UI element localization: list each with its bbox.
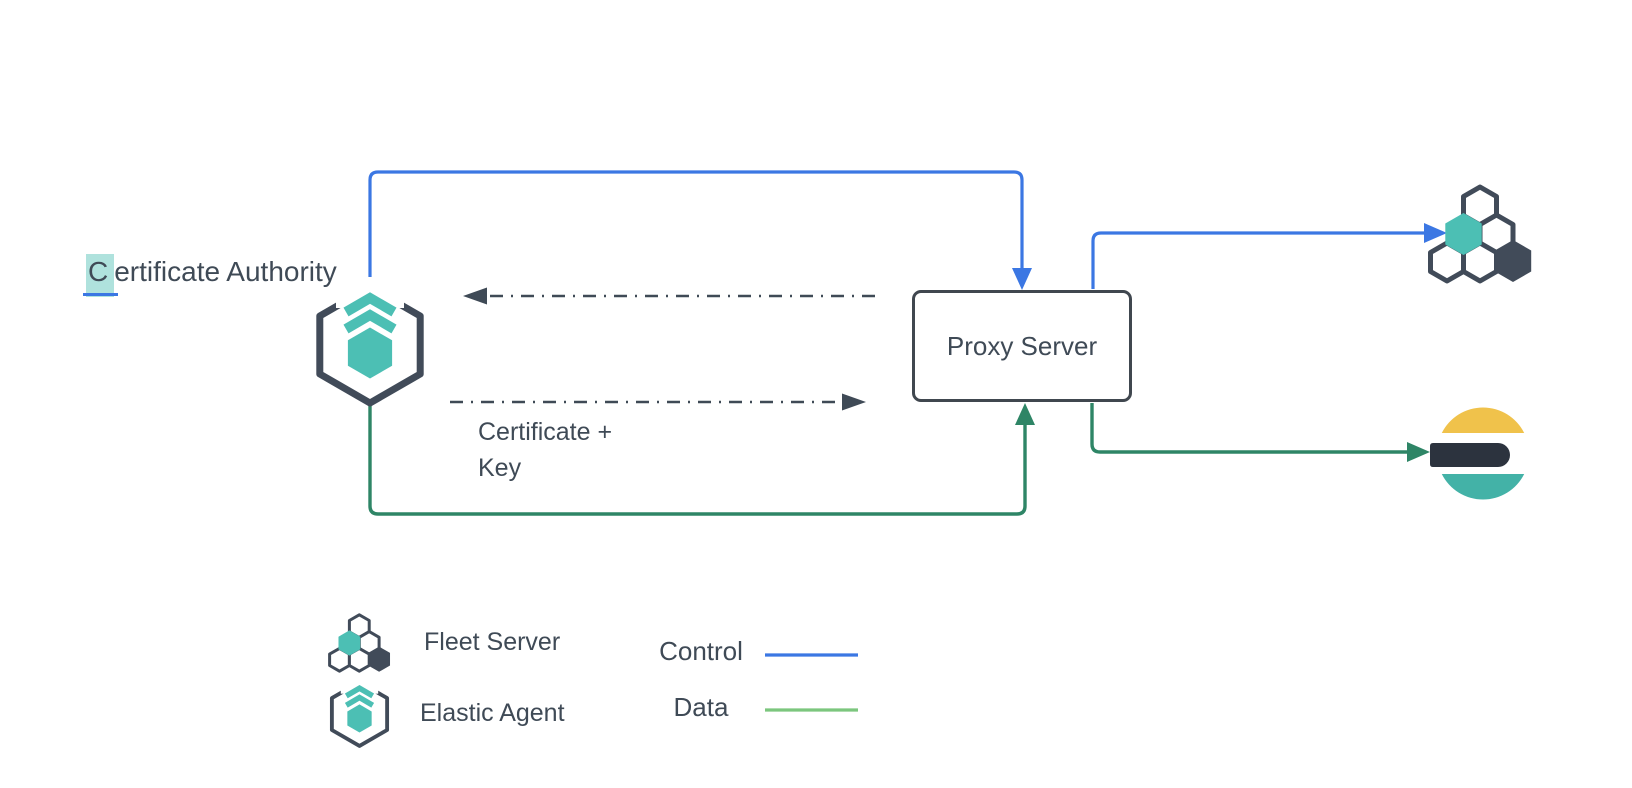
fleet-hex-teal [1445, 213, 1482, 255]
connector-data-agent-to-proxy[interactable] [368, 403, 1035, 516]
legend-elastic-agent-icon[interactable] [332, 677, 387, 746]
legend-elastic-agent-label[interactable]: Elastic Agent [420, 699, 565, 727]
data-line[interactable] [368, 403, 1027, 516]
agent-chevron-bottom [343, 309, 397, 334]
fleet-server-honeycomb-icon[interactable] [1428, 184, 1532, 284]
arrowhead-left-icon [463, 287, 487, 305]
certificate-authority-text: ertificate Authority [114, 256, 337, 287]
selected-character[interactable]: C [86, 254, 115, 297]
text-cursor-underline [83, 293, 118, 296]
elastic-agent-hexagon-icon[interactable] [316, 277, 424, 407]
es-bottom-teal [1441, 474, 1525, 500]
legend-fleet-server-icon[interactable] [328, 613, 392, 674]
agent-inner-hexagon [347, 327, 393, 379]
connector-dashed-proxy-to-agent[interactable] [463, 287, 875, 305]
data-line[interactable] [1090, 403, 1407, 454]
agent-hex-outline [316, 283, 424, 407]
connector-control-agent-to-proxy[interactable] [368, 170, 1032, 300]
legend-data-label[interactable]: Data [673, 692, 729, 722]
certificate-key-label[interactable]: Certificate + Key [478, 418, 613, 482]
agent-chevron-top [343, 292, 397, 317]
arrowhead-right-icon [842, 393, 866, 411]
arrowhead-right-icon [1424, 223, 1447, 243]
connector-control-proxy-to-fleet[interactable] [1091, 223, 1447, 289]
control-line[interactable] [1091, 231, 1424, 289]
legend-fleet-server-label[interactable]: Fleet Server [424, 628, 561, 656]
connector-dashed-agent-to-proxy[interactable] [450, 393, 866, 411]
control-line[interactable] [368, 170, 1024, 300]
arrowhead-up-icon [1015, 403, 1035, 425]
es-middle-bar [1430, 443, 1510, 467]
arrowhead-down-icon [1012, 268, 1032, 290]
elasticsearch-logo-icon[interactable] [1430, 407, 1525, 500]
proxy-server-label: Proxy Server [946, 330, 1098, 361]
fleet-hex-dark [1494, 240, 1532, 282]
arrowhead-right-icon [1407, 442, 1430, 462]
connector-data-proxy-to-es[interactable] [1090, 403, 1430, 462]
es-top-yellow [1441, 407, 1525, 433]
proxy-server-node[interactable]: Proxy Server [912, 290, 1132, 402]
legend-control-label[interactable]: Control [659, 636, 743, 666]
